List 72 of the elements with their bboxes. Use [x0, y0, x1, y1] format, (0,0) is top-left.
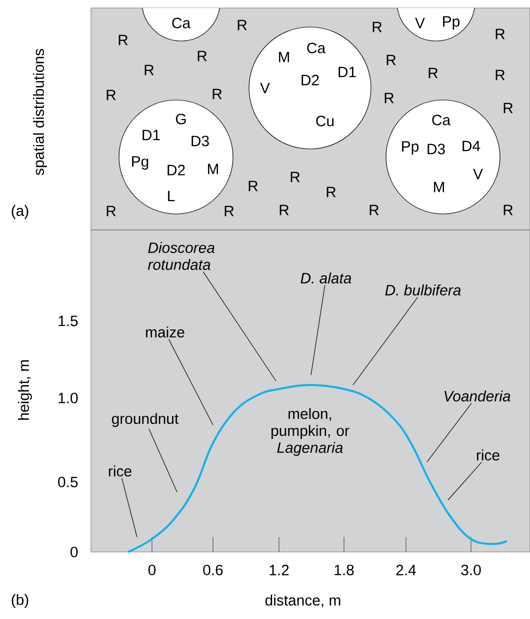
tick-label: 0 — [148, 564, 156, 576]
crop-code: D3 — [428, 144, 445, 154]
leader-line — [168, 338, 214, 426]
crop-code: R — [326, 186, 336, 198]
plant-label: Dioscorea rotundata — [148, 242, 214, 270]
crop-code: R — [386, 54, 396, 66]
crop-code: R — [496, 70, 505, 80]
tick-label: 1.2 — [270, 564, 289, 576]
axis-label: spatial distributions — [33, 49, 47, 176]
plant-label: D. bulbifera — [385, 284, 461, 296]
panel-label: (a) — [12, 205, 28, 219]
crop-code: R — [372, 22, 382, 32]
crop-code: D3 — [192, 136, 209, 146]
crop-code: R — [106, 206, 116, 216]
tick-label: 0.5 — [58, 476, 78, 488]
leader-line — [202, 271, 276, 382]
plant-label: rice — [108, 466, 132, 476]
leader-line — [310, 284, 326, 376]
crop-code: V — [473, 168, 483, 180]
crop-code: R — [118, 34, 128, 46]
crop-code: Pg — [132, 156, 148, 170]
crop-code: R — [428, 68, 438, 78]
leader-line — [148, 428, 178, 492]
tick-label: 1.5 — [58, 316, 78, 326]
plant-label: D. alata — [300, 272, 352, 284]
crop-code: M — [208, 164, 218, 174]
crop-code: Ca — [172, 18, 191, 28]
tick-label: 3.0 — [461, 564, 481, 576]
crop-code: D4 — [462, 140, 480, 152]
tick-label: 1.0 — [58, 392, 78, 404]
crop-code: M — [434, 182, 444, 192]
crop-code: Pp — [443, 16, 460, 30]
crop-code: R — [280, 204, 289, 216]
crop-code: Ca — [432, 114, 451, 126]
tick-label: 0 — [70, 546, 78, 558]
crop-code: R — [290, 172, 300, 182]
leader-line — [352, 296, 418, 386]
crop-code: D2 — [168, 164, 185, 176]
crop-code: R — [384, 92, 394, 104]
crop-code: Pp — [402, 141, 418, 155]
panel-label: (b) — [12, 594, 28, 608]
plant-label: maize — [146, 326, 184, 338]
crop-code: M — [279, 52, 289, 62]
area-label: melon, pumpkin, or Lagenaria — [272, 408, 350, 456]
plant-label: rice — [476, 450, 500, 460]
crop-code: R — [248, 180, 258, 192]
crop-code: R — [106, 90, 116, 100]
crop-code: V — [260, 82, 270, 94]
axis-label: height, m — [18, 360, 32, 420]
crop-code: L — [168, 190, 175, 202]
crop-code: Ca — [307, 42, 326, 54]
crop-code: R — [144, 64, 154, 76]
tick-label: 1.8 — [334, 564, 354, 576]
crop-code: Cu — [316, 116, 334, 126]
leader-line — [122, 478, 138, 538]
crop-code: R — [224, 206, 234, 216]
plant-label: Voanderia — [444, 390, 510, 402]
crop-code: R — [496, 28, 505, 40]
axis-label: distance, m — [265, 594, 340, 608]
crop-code: D2 — [302, 74, 319, 86]
crop-code: D1 — [338, 66, 356, 78]
crop-code: R — [212, 88, 222, 100]
leader-line — [426, 402, 472, 462]
plant-label: groundnut — [112, 413, 179, 427]
crop-code: R — [198, 50, 207, 62]
crop-code: V — [415, 18, 425, 28]
crop-code: D1 — [142, 130, 160, 140]
tick-label: 0.6 — [203, 564, 223, 576]
crop-code: G — [176, 114, 186, 124]
crop-code: R — [238, 20, 247, 30]
leader-line — [448, 462, 482, 500]
tick-label: 2.4 — [396, 564, 416, 576]
